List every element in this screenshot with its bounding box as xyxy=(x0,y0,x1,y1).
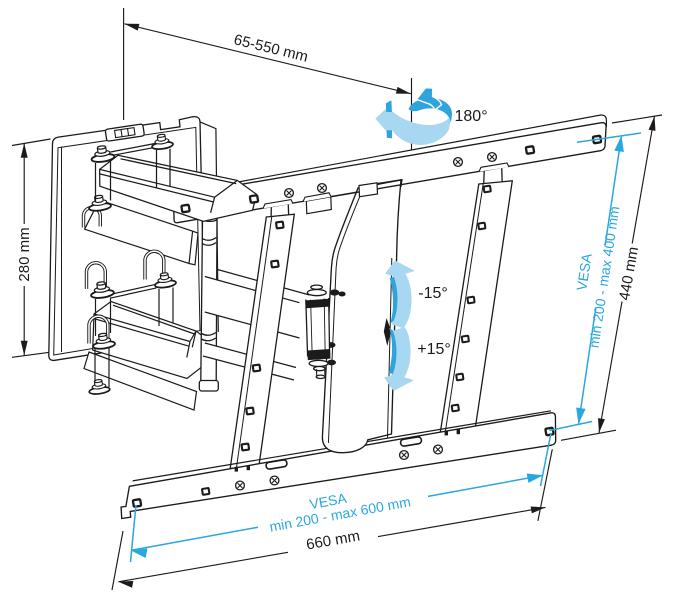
svg-text:280 mm: 280 mm xyxy=(16,227,33,281)
svg-text:+15°: +15° xyxy=(417,341,451,358)
svg-text:VESA: VESA xyxy=(573,252,594,292)
svg-text:180°: 180° xyxy=(455,108,488,125)
svg-text:-15°: -15° xyxy=(418,285,448,302)
svg-text:VESA: VESA xyxy=(308,490,348,513)
